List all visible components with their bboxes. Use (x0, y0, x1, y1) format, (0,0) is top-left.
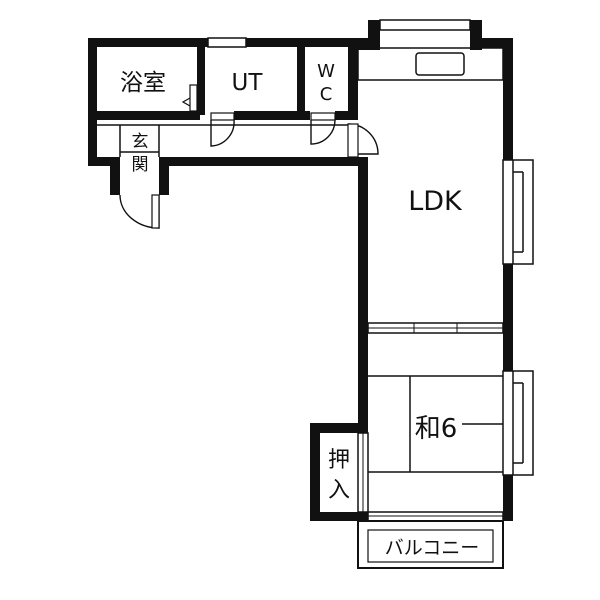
balcony-rail (367, 529, 494, 563)
label-washitsu: 和6 (415, 414, 458, 444)
doors (119, 84, 379, 229)
label-entrance-1: 玄 (132, 132, 149, 152)
label-balcony: バルコニー (385, 537, 480, 559)
tatami-lines (368, 375, 503, 473)
label-closet-2: 入 (328, 478, 350, 503)
kitchen-counter (357, 47, 504, 81)
balcony-outline (357, 520, 504, 569)
label-ldk: LDK (408, 186, 463, 217)
room-labels: 浴室 UT W C 玄 関 LDK 和6 押 入 バルコニー (120, 61, 479, 559)
label-entrance-2: 関 (132, 155, 149, 175)
label-bath: 浴室 (120, 70, 166, 96)
label-utility: UT (232, 70, 264, 96)
corridor (97, 124, 348, 157)
windows (207, 19, 534, 522)
label-wc-w: W (317, 61, 335, 82)
label-closet-1: 押 (328, 448, 350, 473)
label-wc-c: C (320, 84, 333, 105)
